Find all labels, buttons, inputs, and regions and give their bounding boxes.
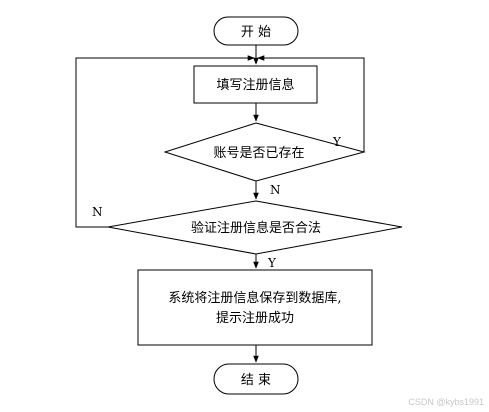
- watermark: CSDN @kybs1991: [408, 397, 484, 407]
- validate-decision: 验证注册信息是否合法: [107, 200, 403, 255]
- end-node: 结 束: [213, 363, 299, 395]
- exists-no-label: N: [270, 183, 281, 197]
- validate-label: 验证注册信息是否合法: [191, 220, 321, 236]
- start-node: 开 始: [213, 16, 299, 46]
- valid-yes-label: Y: [267, 256, 277, 270]
- invalid-no-label: N: [92, 205, 103, 219]
- check-exists-label: 账号是否已存在: [213, 146, 304, 161]
- check-exists-decision: 账号是否已存在: [163, 122, 366, 182]
- start-label: 开 始: [241, 25, 271, 40]
- arrow-exists-yes-loop: [257, 55, 365, 152]
- save-node: 系统将注册信息保存到数据库, 提示注册成功: [137, 269, 373, 346]
- fill-info-label: 填写注册信息: [216, 77, 294, 93]
- arrow-invalid-no-loop: [75, 55, 255, 228]
- fill-info-node: 填写注册信息: [193, 65, 318, 104]
- save-label-line1: 系统将注册信息保存到数据库,: [168, 290, 341, 306]
- exists-yes-label: Y: [332, 135, 342, 149]
- end-label: 结 束: [241, 373, 271, 388]
- save-label-line2: 提示注册成功: [216, 310, 294, 326]
